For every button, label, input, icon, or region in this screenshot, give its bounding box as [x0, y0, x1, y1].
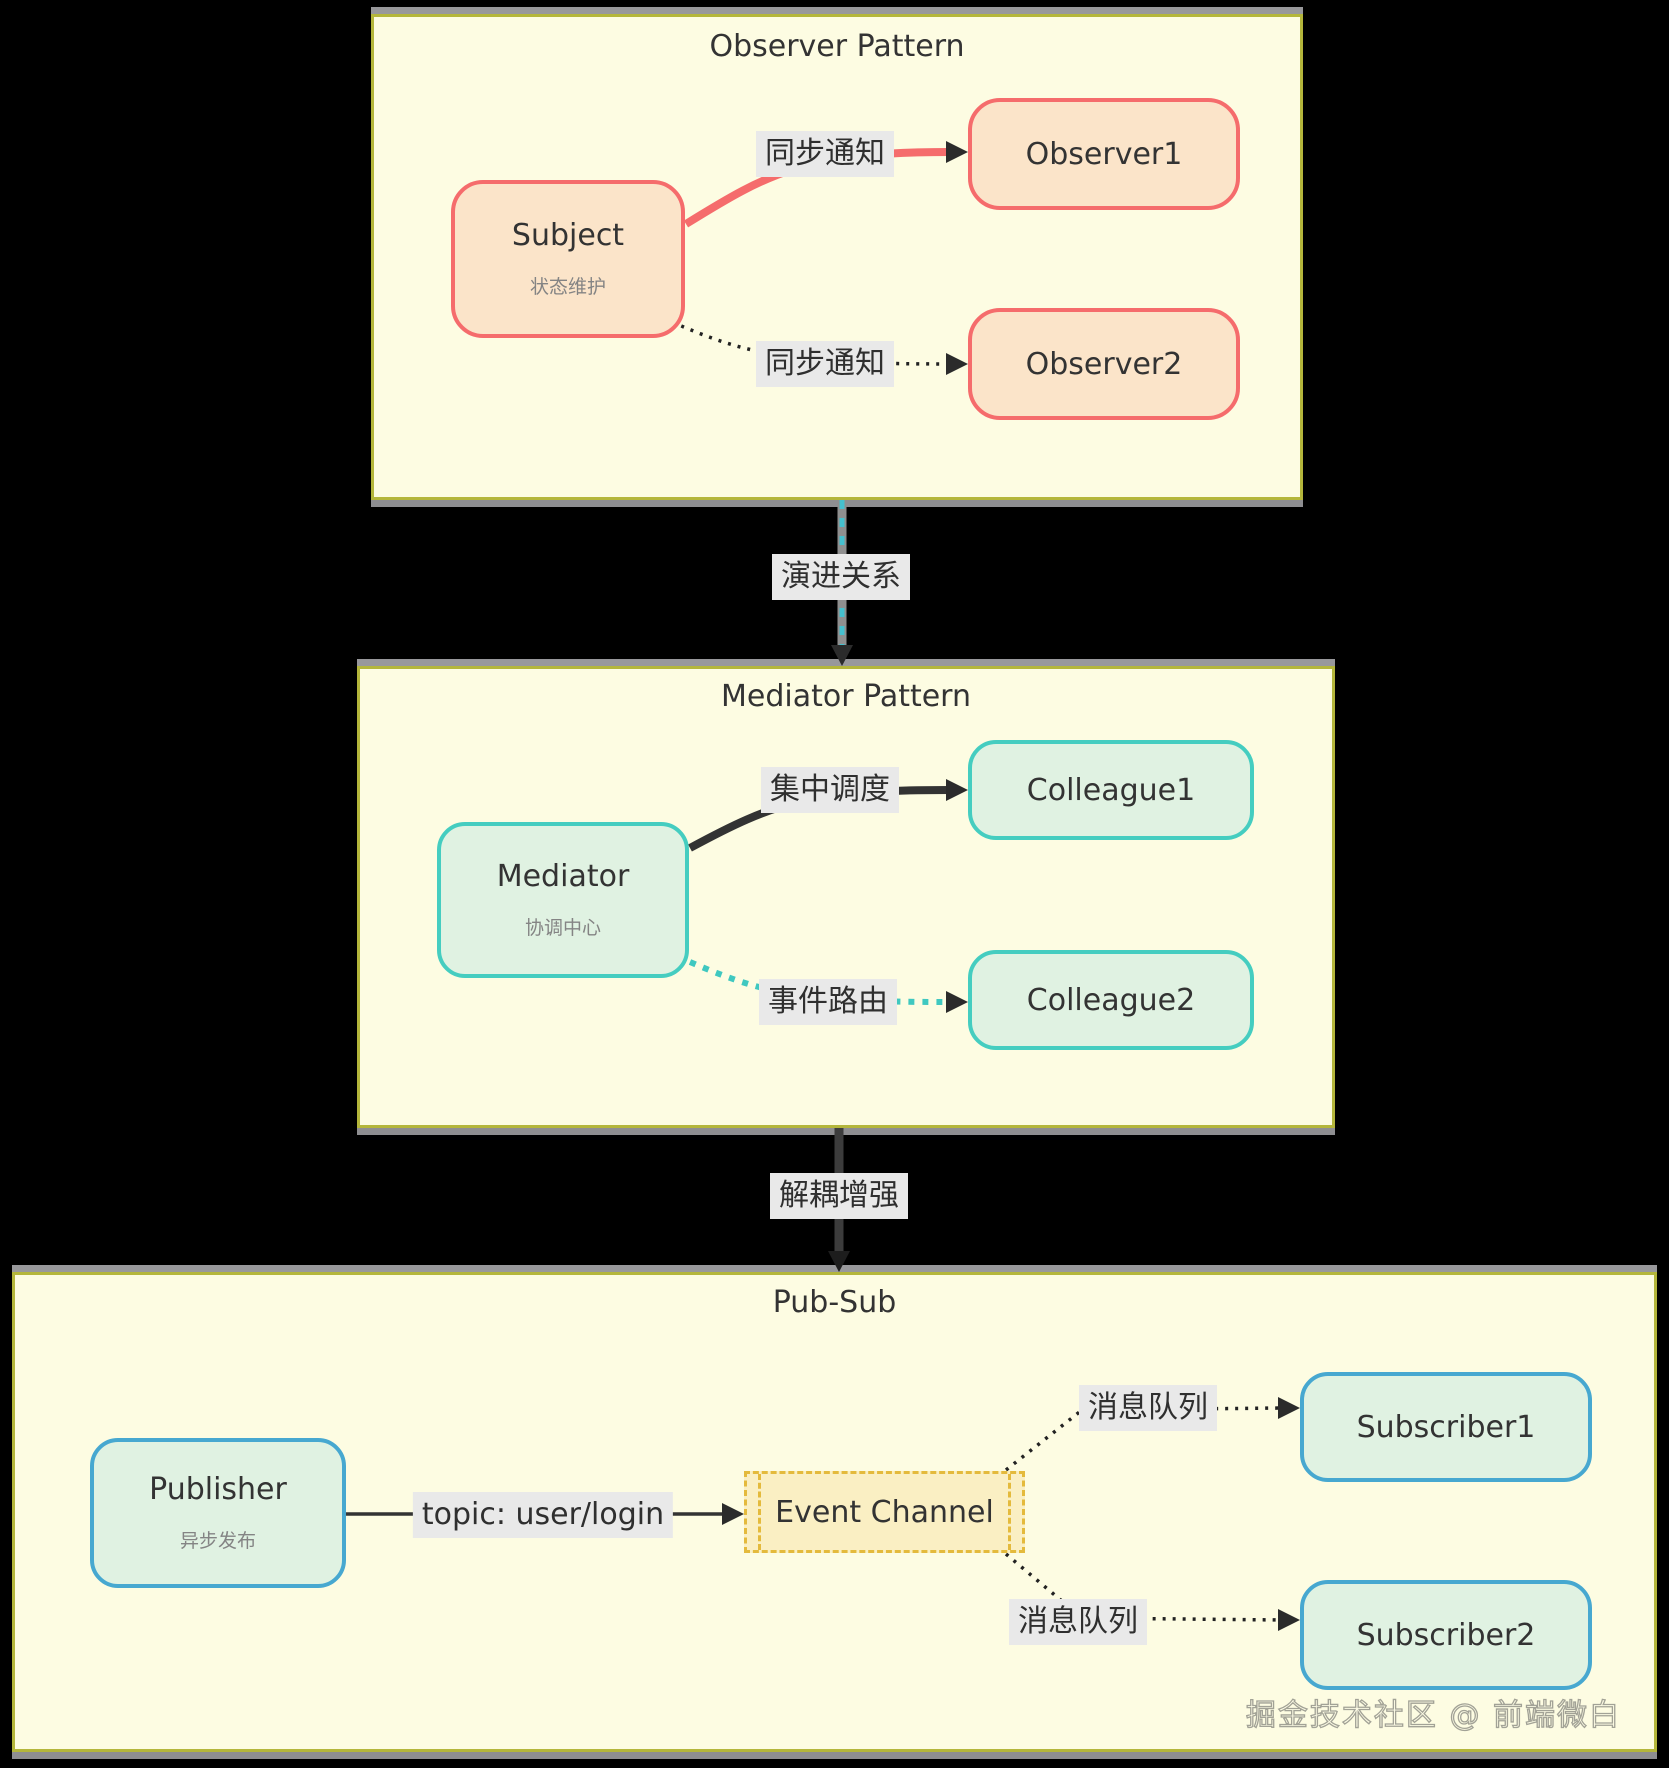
watermark: 掘金技术社区 @ 前端微白: [1245, 1697, 1621, 1733]
edge-label-sync-notify-1: 同步通知: [756, 131, 894, 177]
node-colleague1-label: Colleague1: [1026, 772, 1196, 808]
cluster-pubsub-title: Pub-Sub: [772, 1285, 897, 1320]
node-publisher: Publisher 异步发布: [90, 1438, 346, 1588]
node-subject-subtitle: 状态维护: [529, 276, 606, 298]
node-observer2: Observer2: [968, 308, 1240, 420]
node-observer1-label: Observer1: [1025, 136, 1183, 172]
node-mediator-subtitle: 协调中心: [524, 917, 601, 939]
node-mediator: Mediator 协调中心: [437, 822, 689, 978]
node-subject: Subject 状态维护: [451, 180, 685, 338]
node-observer2-label: Observer2: [1025, 346, 1183, 382]
cluster-observer-title: Observer Pattern: [709, 29, 965, 64]
node-subscriber1-label: Subscriber1: [1356, 1409, 1536, 1445]
node-subscriber1: Subscriber1: [1300, 1372, 1592, 1482]
edge-label-sync-notify-2: 同步通知: [756, 341, 894, 387]
edge-label-topic: topic: user/login: [412, 1492, 674, 1538]
node-event-channel: Event Channel: [744, 1471, 1025, 1553]
node-subscriber2: Subscriber2: [1300, 1580, 1592, 1690]
arrowhead-decouple: [828, 1251, 850, 1272]
node-subscriber2-label: Subscriber2: [1356, 1617, 1536, 1653]
node-publisher-label: Publisher: [149, 1472, 287, 1507]
edge-label-event-routing: 事件路由: [759, 979, 897, 1025]
node-colleague1: Colleague1: [968, 740, 1254, 840]
node-event-channel-label: Event Channel: [775, 1494, 994, 1530]
edge-label-evolution: 演进关系: [772, 554, 910, 600]
event-channel-inner-left-line: [758, 1474, 761, 1550]
node-observer1: Observer1: [968, 98, 1240, 210]
edge-label-message-queue-2: 消息队列: [1009, 1599, 1147, 1645]
edge-label-decouple: 解耦增强: [770, 1173, 908, 1219]
edge-label-central-dispatch: 集中调度: [761, 767, 899, 813]
edge-label-message-queue-1: 消息队列: [1079, 1385, 1217, 1431]
cluster-mediator-title: Mediator Pattern: [720, 679, 972, 714]
node-mediator-label: Mediator: [496, 859, 630, 894]
node-colleague2-label: Colleague2: [1026, 982, 1196, 1018]
node-publisher-subtitle: 异步发布: [179, 1530, 256, 1552]
node-subject-label: Subject: [511, 218, 625, 253]
event-channel-inner-right-line: [1008, 1474, 1011, 1550]
arrowhead-evolution: [831, 645, 853, 666]
node-colleague2: Colleague2: [968, 950, 1254, 1050]
